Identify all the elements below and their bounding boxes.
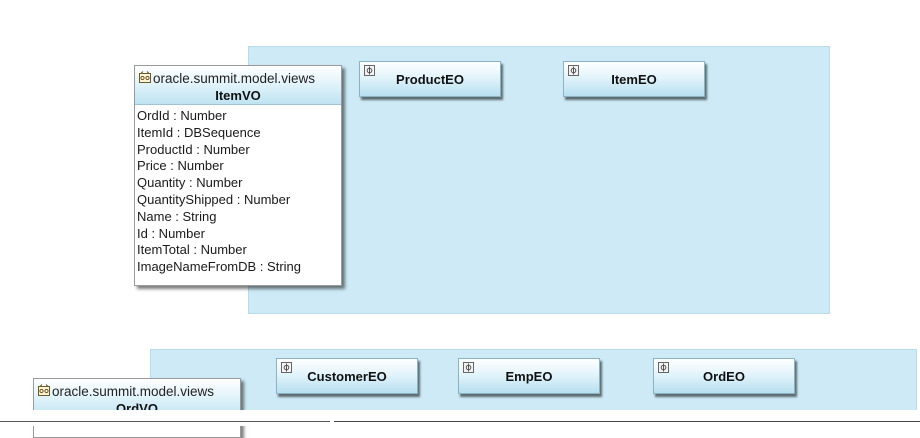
view-object-icon [139,71,151,83]
divider-line [0,421,330,422]
view-object-item-vo[interactable]: oracle.summit.model.views ItemVO OrdId :… [134,65,342,286]
view-object-package: oracle.summit.model.views [52,384,215,399]
attribute-item[interactable]: ImageNameFromDB : String [137,259,301,275]
attribute-item[interactable]: Name : String [137,208,217,224]
entity-object-icon [364,65,375,76]
attribute-item[interactable]: OrdId : Number [137,108,227,123]
entity-object-icon [658,362,669,373]
entity-object-icon [463,362,474,373]
attribute-item[interactable]: Quantity : Number [137,175,243,191]
attribute-item[interactable]: ProductId : Number [137,141,250,157]
entity-customer-eo[interactable]: CustomerEO [276,358,418,394]
attribute-item[interactable]: Price : Number [137,158,224,174]
entity-ord-eo[interactable]: OrdEO [653,358,795,394]
entity-emp-eo[interactable]: EmpEO [458,358,600,394]
divider-line [334,421,920,422]
top-entity-panel [248,46,830,314]
view-object-name: ItemVO [215,88,261,103]
attribute-item[interactable]: ItemId : DBSequence [137,124,261,140]
entity-product-eo[interactable]: ProductEO [359,61,501,97]
attribute-item[interactable]: Id : Number [137,225,205,241]
attribute-item[interactable]: QuantityShipped : Number [137,191,291,207]
entity-object-icon [281,362,292,373]
view-object-ord-vo[interactable]: oracle.summit.model.views OrdVO [33,378,241,438]
entity-item-eo[interactable]: ItemEO [563,61,705,97]
attribute-list: OrdId : Number ItemId : DBSequence Produ… [135,105,341,276]
bottom-crop-strip [0,410,920,426]
view-object-header: oracle.summit.model.views ItemVO [135,66,341,105]
entity-object-icon [568,65,579,76]
view-object-package: oracle.summit.model.views [153,71,316,86]
view-object-icon [38,384,50,396]
attribute-item[interactable]: ItemTotal : Number [137,242,247,258]
